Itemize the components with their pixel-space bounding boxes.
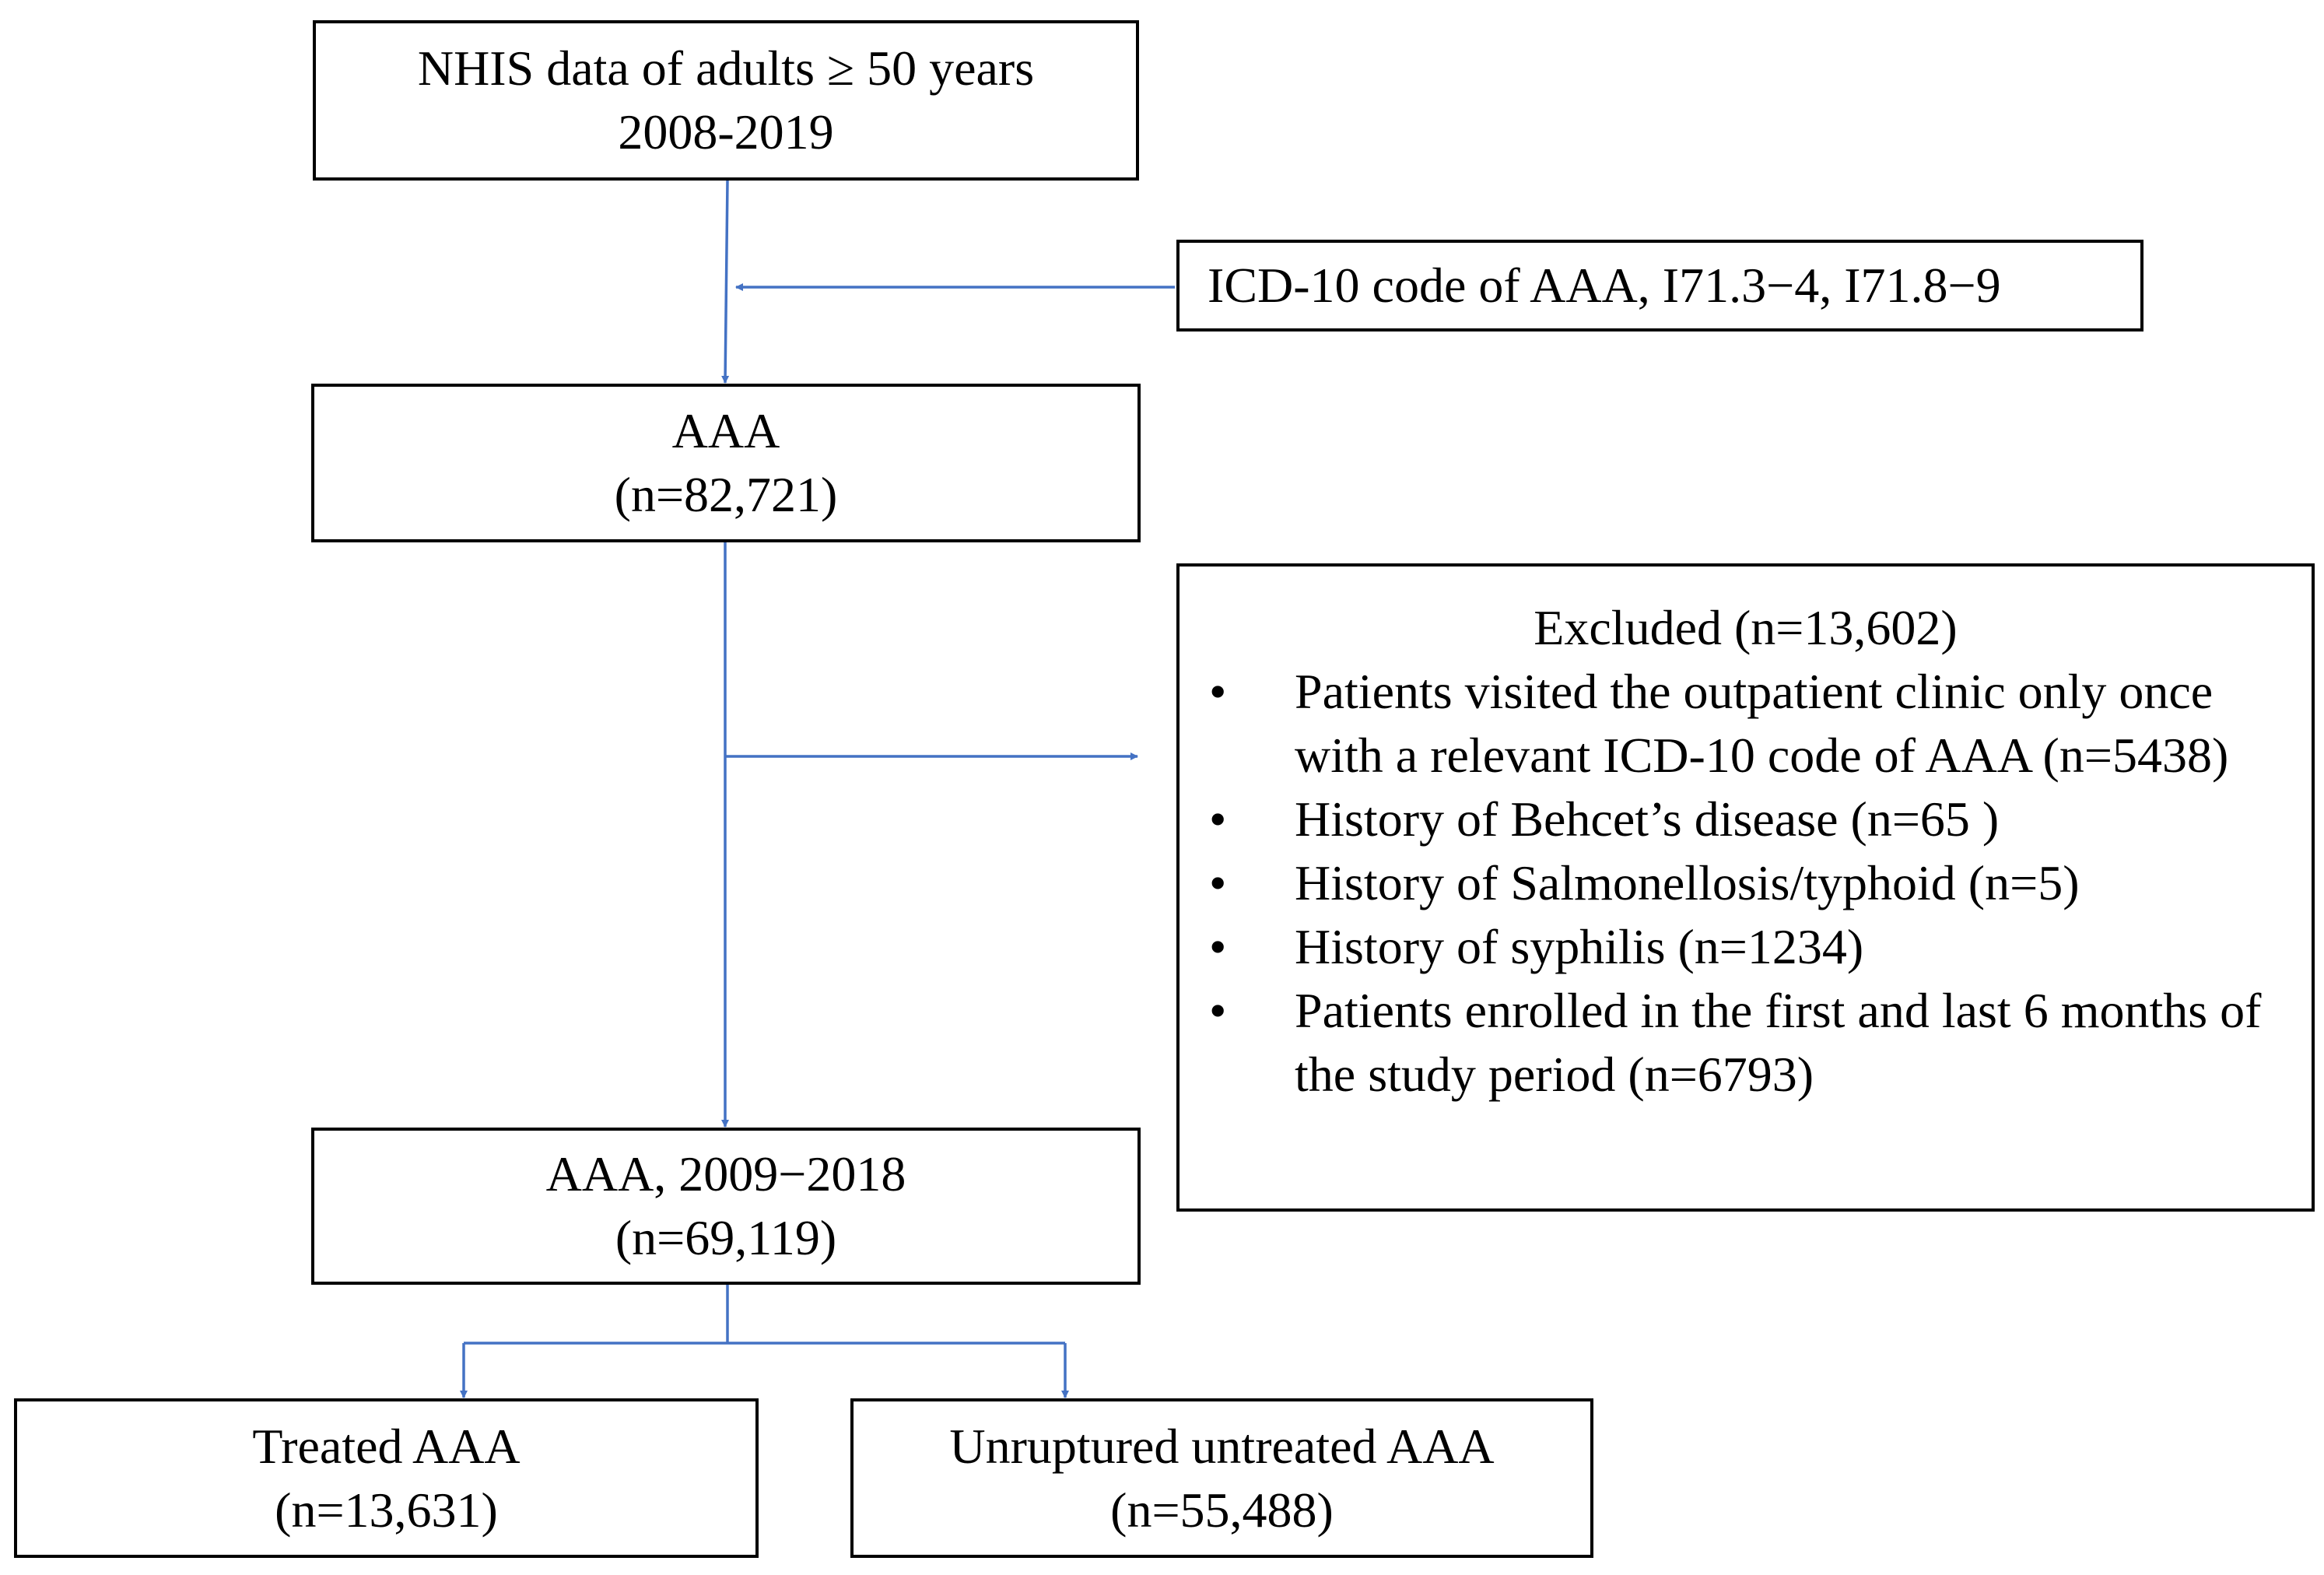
aaa-period-box: AAA, 2009−2018 (n=69,119) [311,1128,1141,1285]
untreated-count: (n=55,488) [1110,1482,1334,1538]
treated-count: (n=13,631) [275,1482,498,1538]
bullet-icon: • [1209,791,1227,847]
aaa-label: AAA [671,403,780,458]
treated-box: Treated AAA (n=13,631) [14,1398,759,1558]
excluded-item: • History of syphilis (n=1234) [1180,915,2312,979]
bullet-icon: • [1209,664,1227,719]
source-title: NHIS data of adults ≥ 50 years [417,40,1035,96]
excluded-item-text: History of Behcet’s disease (n=65 ) [1295,791,2000,847]
excluded-item: • Patients visited the outpatient clinic… [1180,660,2312,788]
excluded-list: • Patients visited the outpatient clinic… [1180,660,2312,1107]
excluded-item-text: History of syphilis (n=1234) [1295,919,1864,974]
icd-criteria-text: ICD-10 code of AAA, I71.3−4, I71.8−9 [1208,258,2001,313]
bullet-icon: • [1209,983,1227,1038]
untreated-box: Unruptured untreated AAA (n=55,488) [850,1398,1593,1558]
bullet-icon: • [1209,855,1227,910]
arrow-source-to-aaa [721,180,730,384]
untreated-label: Unruptured untreated AAA [949,1418,1495,1474]
excluded-item-text: Patients visited the outpatient clinic o… [1295,664,2229,783]
source-years: 2008-2019 [618,104,834,160]
aaa-period-count: (n=69,119) [615,1210,837,1265]
excluded-title: Excluded (n=13,602) [1534,600,1958,655]
excluded-box: Excluded (n=13,602) • Patients visited t… [1176,563,2315,1212]
source-box: NHIS data of adults ≥ 50 years 2008-2019 [313,20,1139,181]
excluded-item-text: History of Salmonellosis/typhoid (n=5) [1295,855,2080,910]
icd-criteria-box: ICD-10 code of AAA, I71.3−4, I71.8−9 [1176,240,2143,331]
aaa-box: AAA (n=82,721) [311,384,1141,542]
excluded-item: • History of Salmonellosis/typhoid (n=5) [1180,851,2312,915]
aaa-period-label: AAA, 2009−2018 [545,1146,906,1201]
excluded-item: • History of Behcet’s disease (n=65 ) [1180,788,2312,851]
excluded-item-text: Patients enrolled in the first and last … [1295,983,2262,1102]
treated-label: Treated AAA [252,1418,521,1474]
bullet-icon: • [1209,919,1227,974]
aaa-count: (n=82,721) [614,467,838,522]
excluded-item: • Patients enrolled in the first and las… [1180,979,2312,1107]
